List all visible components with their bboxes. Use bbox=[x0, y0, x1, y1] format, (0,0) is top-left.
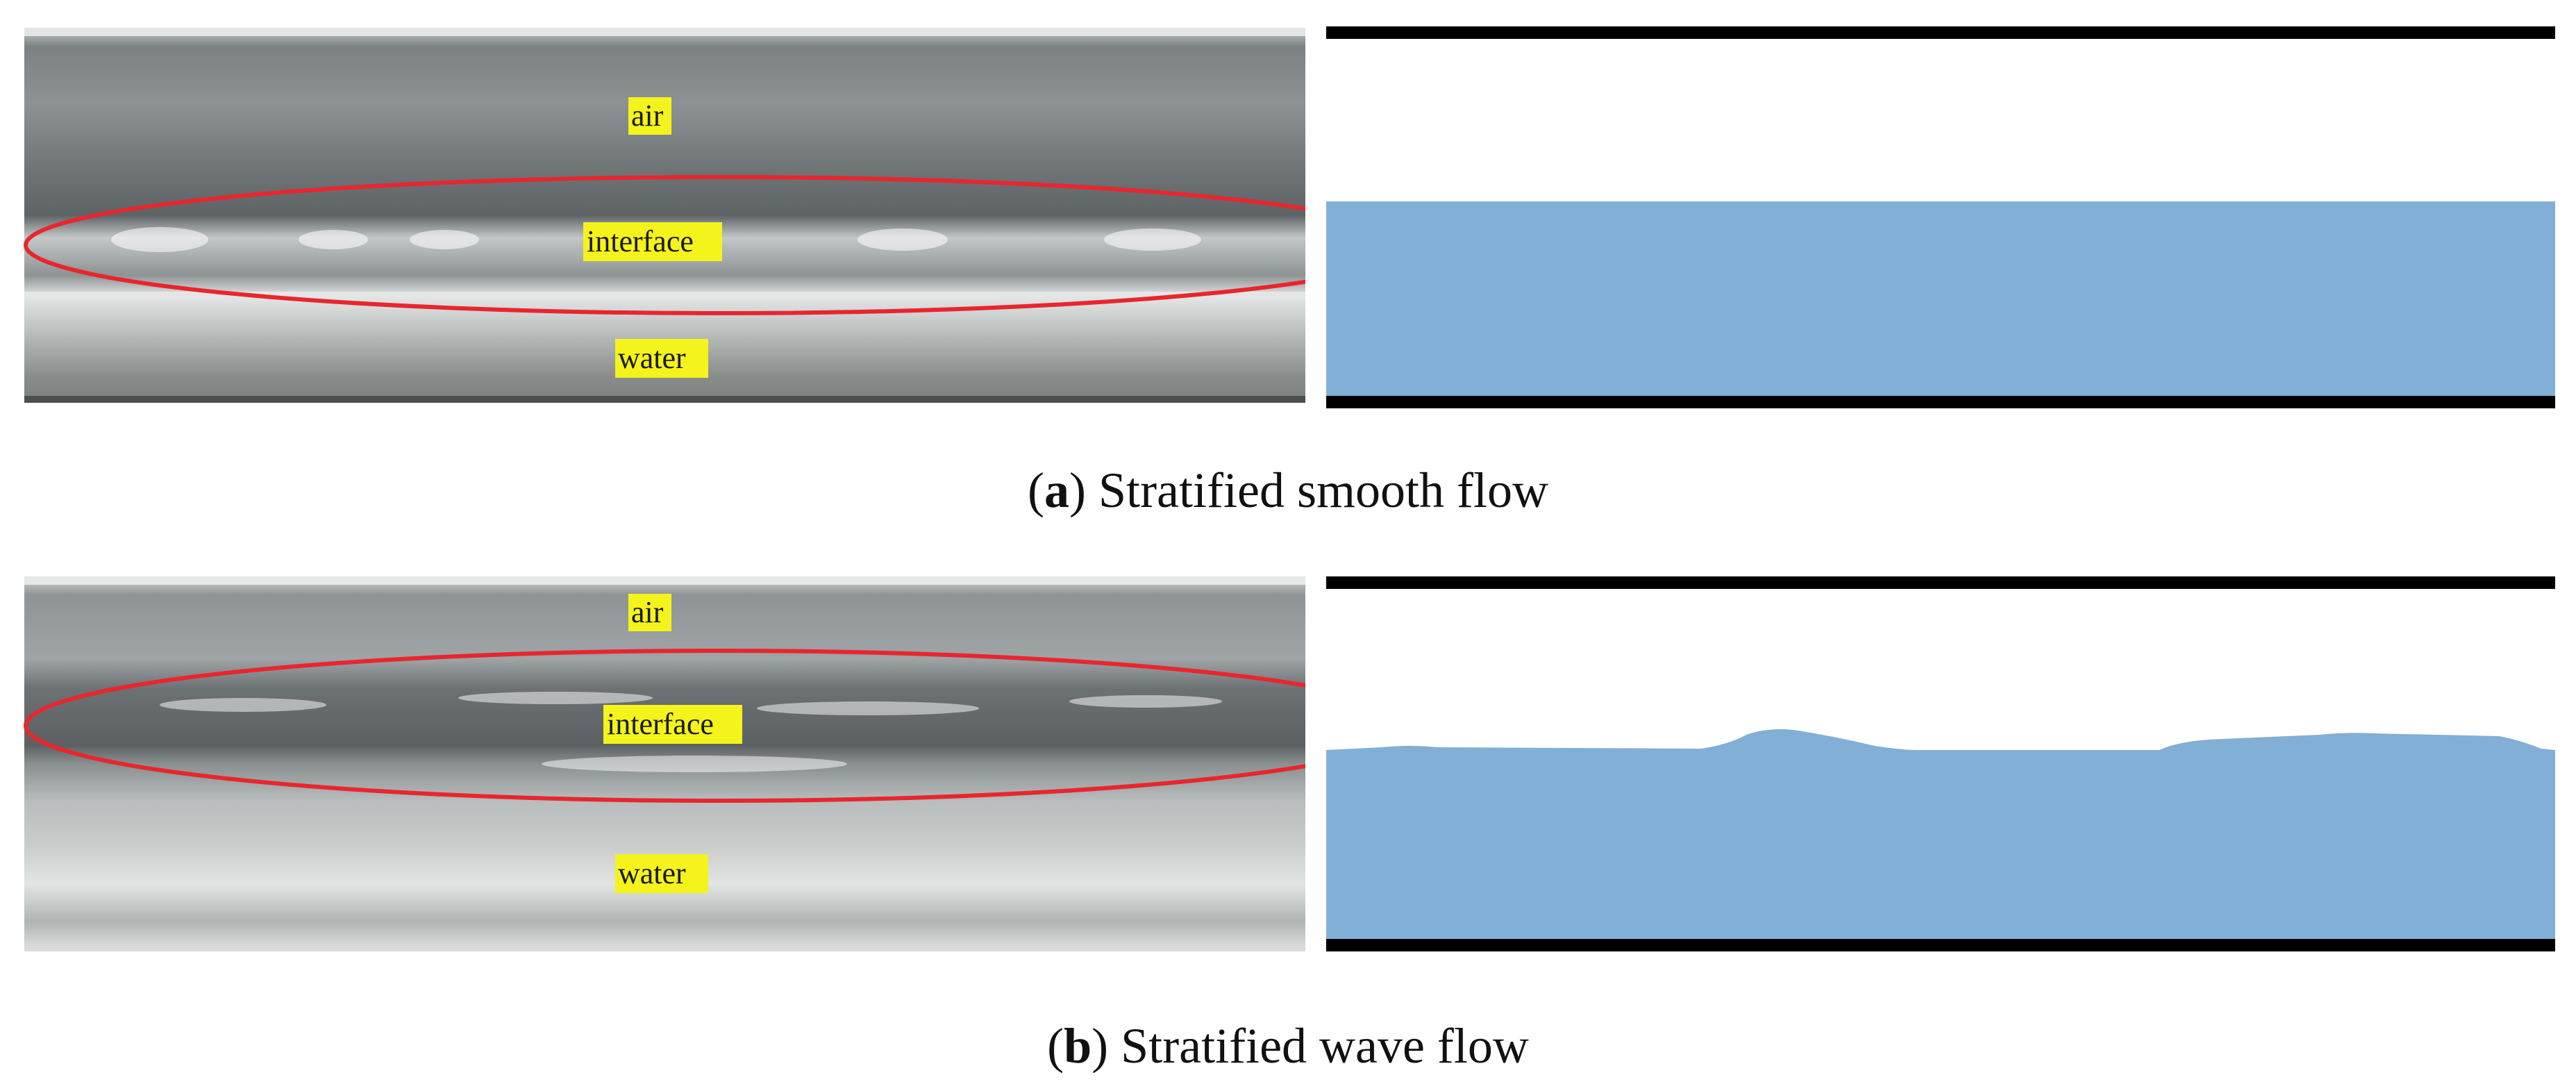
label-air: air bbox=[628, 594, 671, 631]
svg-text:water: water bbox=[618, 856, 686, 890]
caption-letter: a bbox=[1044, 463, 1070, 518]
label-water: water bbox=[615, 854, 708, 893]
caption-b: (b) Stratified wave flow bbox=[1047, 1018, 1529, 1074]
panel-stratified-smooth: air interface water (a) Stratified smoot… bbox=[24, 26, 2555, 518]
svg-text:air: air bbox=[631, 99, 664, 133]
interface-highlight-streaks bbox=[111, 227, 1201, 252]
schematic-wave-flow bbox=[1326, 576, 2555, 951]
schematic-smooth-flow bbox=[1326, 26, 2555, 408]
svg-text:interface: interface bbox=[607, 707, 714, 741]
svg-text:air: air bbox=[631, 595, 664, 629]
pipe-bottom-wall bbox=[1326, 939, 2555, 951]
label-air: air bbox=[628, 97, 671, 135]
caption-text: Stratified wave flow bbox=[1121, 1018, 1529, 1074]
interface-ellipse bbox=[24, 175, 1305, 315]
interface-ellipse bbox=[24, 649, 1305, 803]
label-interface: interface bbox=[583, 222, 722, 261]
svg-text:water: water bbox=[618, 341, 686, 375]
label-interface: interface bbox=[603, 705, 742, 744]
svg-text:interface: interface bbox=[587, 224, 694, 258]
panel-stratified-wave: air interface water (b) Stratified wave … bbox=[0, 549, 2576, 1082]
pipe-bottom-wall bbox=[1326, 396, 2555, 408]
pipe-top-wall bbox=[1326, 576, 2555, 589]
label-water: water bbox=[615, 339, 708, 378]
photo-smooth-flow: air interface water bbox=[24, 28, 1305, 403]
wave-streaks bbox=[160, 692, 1222, 772]
caption-text: Stratified smooth flow bbox=[1098, 463, 1548, 518]
caption-a: (a) Stratified smooth flow bbox=[1028, 463, 1548, 518]
caption-letter: b bbox=[1064, 1018, 1092, 1074]
liquid-layer bbox=[1326, 201, 2555, 396]
photo-wave-flow: air interface water bbox=[24, 576, 1305, 951]
wavy-liquid-layer bbox=[1326, 729, 2555, 944]
pipe-top-wall bbox=[1326, 26, 2555, 39]
